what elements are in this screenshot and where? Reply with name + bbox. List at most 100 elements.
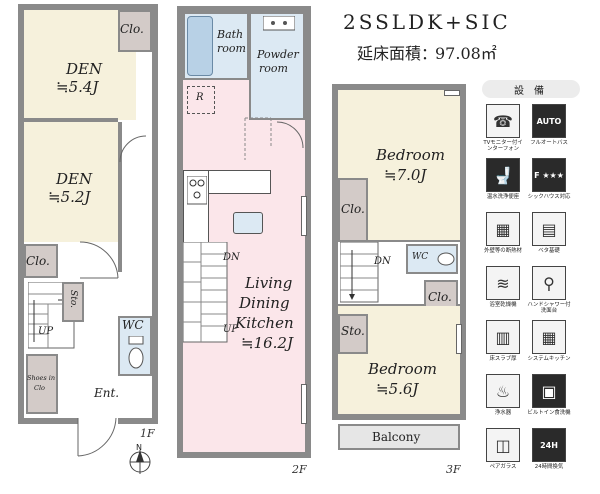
storage-3f bbox=[338, 314, 368, 354]
floor2-stairs-icon bbox=[183, 242, 228, 343]
ldk-label-2: Dining bbox=[239, 294, 290, 312]
refrigerator-space bbox=[187, 86, 215, 114]
bathtub-icon bbox=[187, 16, 213, 76]
floor3-label: 3F bbox=[446, 463, 461, 476]
floor-area-value: 97.08㎡ bbox=[435, 44, 497, 63]
closet-top bbox=[118, 10, 152, 52]
powder-label-2: room bbox=[259, 62, 288, 75]
insulation-caption: 外壁等の断熱材 bbox=[484, 248, 522, 254]
floor2-plan: Bath room Powder room W R bbox=[177, 6, 313, 458]
slab-floor-icon: ▥ bbox=[486, 320, 520, 354]
floor3-plan: Bedroom ≒7.0J Clo. DN WC Clo. Sto. Bedro… bbox=[332, 84, 468, 456]
shoes-closet-label-1: Shoes in bbox=[27, 374, 56, 382]
floor3-toilet-icon bbox=[437, 252, 455, 266]
washlet-icon: 🚽 bbox=[486, 158, 520, 192]
entrance-door-swing-icon bbox=[77, 417, 117, 457]
auto-bath-badge: AUTO bbox=[536, 116, 562, 126]
den-5.4-room bbox=[24, 10, 136, 120]
closet-a-label: Clo. bbox=[341, 202, 365, 216]
stove-icon bbox=[187, 176, 207, 205]
foundation-caption: ベタ基礎 bbox=[538, 248, 560, 254]
bedroom-b-name: Bedroom bbox=[368, 360, 437, 378]
bedroom-a-name: Bedroom bbox=[376, 146, 445, 164]
system-kitchen-icon: ▦ bbox=[532, 320, 566, 354]
toilet-icon bbox=[128, 336, 144, 369]
closet-b-label: Clo. bbox=[428, 290, 452, 304]
floor2-stair-up-label: UP bbox=[223, 324, 239, 335]
pair-glass-icon-glyph: ◫ bbox=[495, 435, 511, 455]
entrance-label: Ent. bbox=[94, 386, 120, 400]
corridor-door-swing-icon bbox=[119, 135, 147, 163]
balcony bbox=[338, 424, 460, 450]
storage-label: Sto. bbox=[67, 290, 78, 308]
window-east-3f bbox=[456, 324, 462, 354]
ventilation-24h-caption: 24時間換気 bbox=[534, 464, 564, 470]
sick-house-caption: シックハウス対応 bbox=[527, 194, 571, 200]
sick-house-badge: F ★★★ bbox=[534, 170, 564, 180]
washbasin-icon bbox=[263, 16, 295, 31]
den-b-name: DEN bbox=[56, 170, 93, 188]
den-5.2-room bbox=[24, 122, 118, 242]
dishwasher-caption: ビルトイン食洗機 bbox=[527, 410, 571, 416]
closet-mid bbox=[24, 244, 58, 278]
bath-label-1: Bath bbox=[217, 28, 244, 41]
floor1-stair-up-label: UP bbox=[38, 326, 54, 337]
insulation-icon-glyph: ▦ bbox=[495, 219, 511, 239]
foundation-icon: ▤ bbox=[532, 212, 566, 246]
floor2-label: 2F bbox=[292, 463, 307, 476]
hand-shower-icon-glyph: ⚲ bbox=[543, 273, 555, 293]
wc-label: WC bbox=[122, 318, 144, 332]
water-purifier-icon-glyph: ♨ bbox=[495, 381, 511, 401]
den-a-size: ≒5.4J bbox=[56, 78, 99, 96]
bedroom-b-size: ≒5.6J bbox=[376, 380, 419, 398]
intercom-icon: ☎ bbox=[486, 104, 520, 138]
window-east-1 bbox=[301, 196, 307, 236]
foundation-icon-glyph: ▤ bbox=[541, 219, 557, 239]
compass-icon bbox=[129, 450, 151, 474]
powder-label-1: Powder bbox=[257, 48, 299, 61]
powder-door-swing-icon bbox=[244, 117, 304, 160]
layout-type: 2SSLDK+SIC bbox=[343, 10, 511, 34]
washlet-icon-glyph: 🚽 bbox=[493, 165, 513, 185]
sink-icon bbox=[233, 212, 263, 234]
ventilation-24h-badge: 24H bbox=[540, 440, 558, 450]
hand-shower-caption: ハンドシャワー付洗面台 bbox=[527, 302, 571, 315]
bedroom-a-size: ≒7.0J bbox=[384, 166, 427, 184]
floor2-stair-down-label: DN bbox=[223, 252, 240, 263]
ventilation-24h-icon: 24H bbox=[532, 428, 566, 462]
ldk-label-3: Kitchen bbox=[235, 314, 294, 332]
closet-mid-label: Clo. bbox=[26, 254, 50, 268]
floor1-plan: Clo. DEN ≒5.4J DEN ≒5.2J Clo. bbox=[18, 4, 160, 457]
pair-glass-icon: ◫ bbox=[486, 428, 520, 462]
window-north bbox=[444, 90, 460, 96]
storage-3f-label: Sto. bbox=[341, 324, 365, 338]
pair-glass-caption: ペアガラス bbox=[489, 464, 517, 470]
powder-room-lower bbox=[249, 80, 305, 120]
water-purifier-icon: ♨ bbox=[486, 374, 520, 408]
refrigerator-label: R bbox=[196, 92, 204, 103]
floor3-wc-label: WC bbox=[412, 252, 429, 262]
system-kitchen-caption: システムキッチン bbox=[527, 356, 571, 362]
storage-room bbox=[62, 282, 84, 322]
hand-shower-icon: ⚲ bbox=[532, 266, 566, 300]
bath-label-2: room bbox=[217, 42, 246, 55]
floor1-label: 1F bbox=[140, 427, 155, 440]
bath-dryer-caption: 浴室乾燥機 bbox=[489, 302, 517, 308]
auto-bath-icon: AUTO bbox=[532, 104, 566, 138]
sick-house-icon: F ★★★ bbox=[532, 158, 566, 192]
ldk-label-1: Living bbox=[245, 274, 293, 292]
ldk-size: ≒16.2J bbox=[241, 334, 293, 352]
den-b-size: ≒5.2J bbox=[48, 188, 91, 206]
floor-area-label: 延床面積： bbox=[357, 44, 438, 63]
floor3-stair-down-label: DN bbox=[374, 256, 391, 267]
water-purifier-caption: 浄水器 bbox=[494, 410, 512, 416]
equipment-title: 設 備 bbox=[514, 86, 544, 97]
intercom-caption: TVモニター付インターフォン bbox=[483, 140, 523, 153]
shoes-closet bbox=[26, 354, 58, 414]
floor3-stairs-icon bbox=[340, 242, 379, 303]
shoes-closet-label-2: Clo bbox=[34, 384, 45, 392]
equipment-panel: 設 備 bbox=[474, 78, 594, 492]
equipment-title-box bbox=[482, 80, 580, 98]
slab-floor-icon-glyph: ▥ bbox=[495, 327, 511, 347]
